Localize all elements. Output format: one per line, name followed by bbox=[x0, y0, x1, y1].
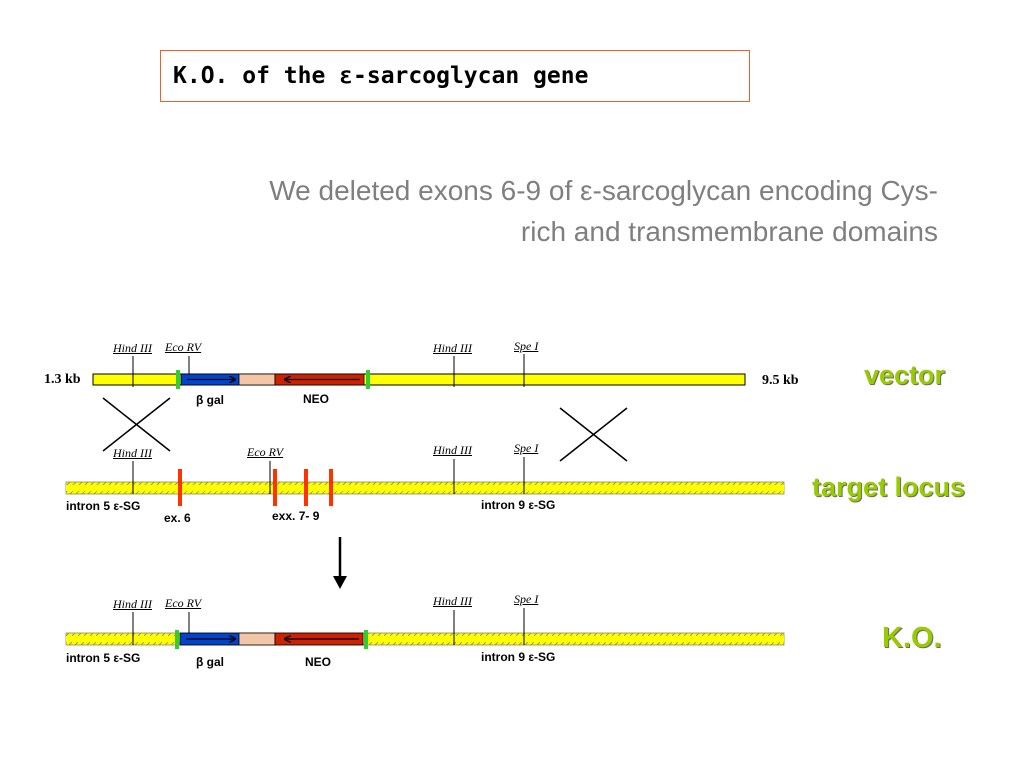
vector-site-ecorv: Eco RV bbox=[165, 340, 202, 354]
vector-bar bbox=[92, 373, 746, 386]
ko-beta-gal-label: β gal bbox=[196, 655, 224, 669]
ko-site-hind3-b: Hind III bbox=[433, 594, 472, 608]
crossover-right bbox=[559, 407, 628, 462]
ko-green-mark-left bbox=[175, 630, 179, 649]
vector-neo-label: NEO bbox=[303, 392, 330, 406]
crossover-left bbox=[102, 397, 171, 452]
target-site-hind3-a: Hind III bbox=[113, 446, 152, 460]
vector-site-hind3-b: Hind III bbox=[433, 341, 472, 355]
exon-8 bbox=[304, 469, 308, 506]
target-site-ecorv: Eco RV bbox=[247, 445, 284, 459]
target-bar-core bbox=[66, 485, 784, 491]
ko-site-hind3-a: Hind III bbox=[113, 597, 152, 611]
exon-7 bbox=[273, 469, 277, 506]
target-intron5-label: intron 5 ε-SG bbox=[66, 499, 141, 513]
vector-beta-gal-label: β gal bbox=[196, 393, 224, 407]
ko-bar-core bbox=[66, 636, 784, 642]
vector-peach-box bbox=[238, 373, 276, 386]
vector-construct bbox=[92, 354, 746, 389]
target-exx-label: exx. 7- 9 bbox=[272, 509, 320, 523]
ko-site-ecorv: Eco RV bbox=[165, 596, 202, 610]
subtitle-line-2: rich and transmembrane domains bbox=[520, 216, 938, 247]
ko-allele bbox=[65, 608, 785, 649]
exon-9 bbox=[329, 469, 333, 506]
vector-left-kb: 1.3 kb bbox=[44, 372, 81, 387]
exon-6 bbox=[178, 469, 182, 506]
target-intron9-label: intron 9 ε-SG bbox=[481, 498, 556, 512]
ko-site-spe1: Spe I bbox=[514, 592, 539, 606]
slide-subtitle: We deleted exons 6-9 of ε-sarcoglycan en… bbox=[100, 170, 938, 252]
ko-peach-box bbox=[238, 632, 276, 646]
ko-intron9-label: intron 9 ε-SG bbox=[481, 650, 556, 664]
ko-neo-label: NEO bbox=[305, 655, 332, 669]
down-arrow bbox=[333, 537, 347, 589]
target-site-spe1: Spe I bbox=[514, 441, 539, 455]
ko-label: K.O. bbox=[882, 622, 942, 654]
slide-title: K.O. of the ε-sarcoglycan gene bbox=[160, 50, 750, 102]
ko-green-mark-right bbox=[364, 630, 368, 649]
ko-intron5-label: intron 5 ε-SG bbox=[66, 651, 141, 665]
target-locus-label: target locus bbox=[812, 472, 966, 502]
vector-green-mark-right bbox=[366, 370, 370, 389]
vector-green-mark-left bbox=[176, 370, 180, 389]
target-site-hind3-b: Hind III bbox=[433, 443, 472, 457]
vector-site-hind3-a: Hind III bbox=[113, 341, 152, 355]
target-ex6-label: ex. 6 bbox=[164, 511, 191, 525]
vector-right-kb: 9.5 kb bbox=[762, 373, 799, 388]
subtitle-line-1: We deleted exons 6-9 of ε-sarcoglycan en… bbox=[269, 175, 938, 206]
vector-site-spe1: Spe I bbox=[514, 339, 539, 353]
vector-label: vector bbox=[864, 360, 946, 390]
target-locus bbox=[65, 457, 785, 506]
